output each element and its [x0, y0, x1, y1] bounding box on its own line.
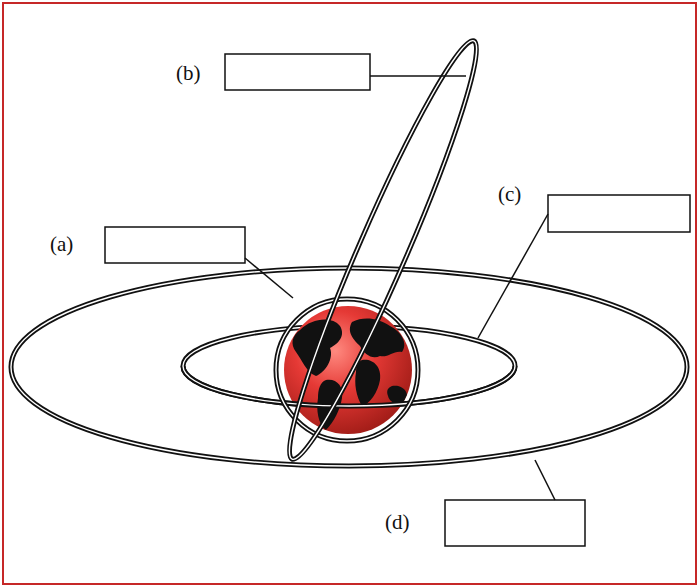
- part-letter: (c): [498, 184, 521, 205]
- leader-lines: [245, 76, 555, 500]
- part-letter: (b): [176, 63, 201, 84]
- orbits: [11, 268, 687, 466]
- part-letter: (d): [385, 512, 410, 533]
- earth: [284, 306, 412, 434]
- answer-boxes: [105, 54, 690, 546]
- frame: [3, 3, 696, 584]
- part-letter: (a): [50, 234, 73, 255]
